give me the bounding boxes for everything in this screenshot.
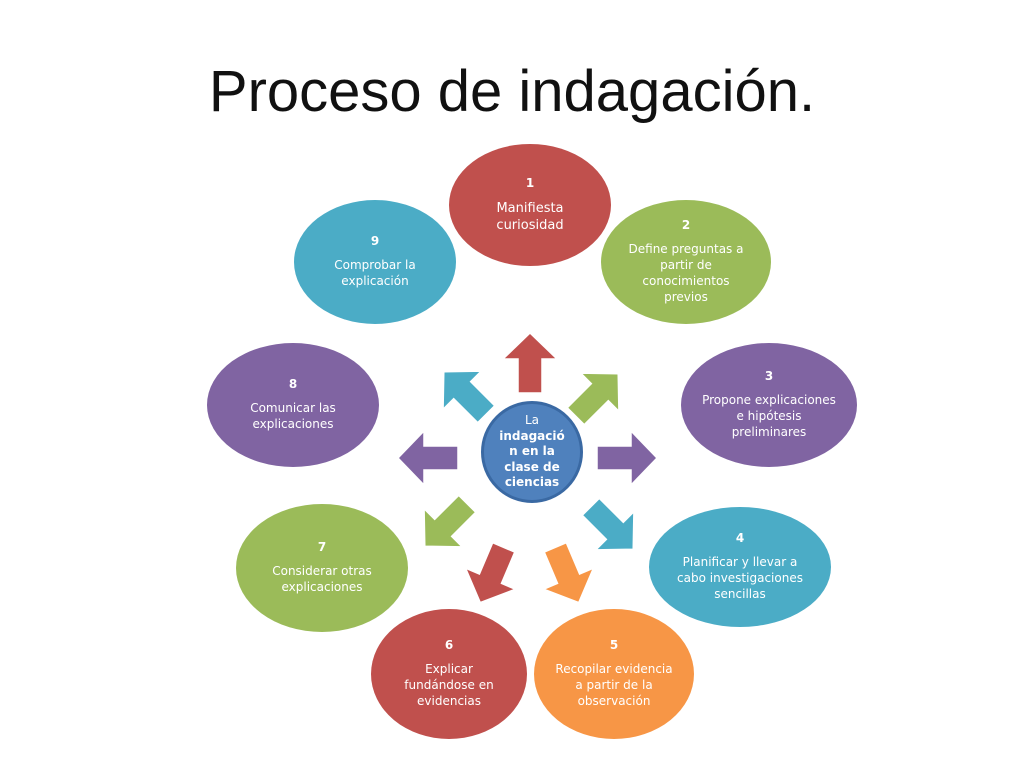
- node-3: 3 Propone explicaciones e hipótesis prel…: [681, 343, 857, 467]
- arrow-to-node-9: [442, 370, 496, 424]
- node-6-label: Explicar fundándose en evidencias: [404, 662, 494, 708]
- node-2-label: Define preguntas a partir de conocimient…: [628, 242, 744, 304]
- center-line-3: n en la: [509, 444, 555, 459]
- node-4-label: Planificar y llevar a cabo investigacion…: [677, 555, 803, 601]
- node-8-label: Comunicar las explicaciones: [250, 401, 336, 431]
- arrow-to-node-2: [566, 372, 620, 426]
- node-8-number: 8: [288, 377, 298, 392]
- node-1-label: Manifiesta curiosidad: [496, 200, 564, 233]
- node-2-number: 2: [681, 218, 691, 233]
- arrow-to-node-4: [581, 497, 635, 551]
- node-1: 1 Manifiesta curiosidad: [449, 144, 611, 266]
- node-9-number: 9: [370, 234, 380, 249]
- arrow-to-node-6: [464, 541, 518, 604]
- arrow-to-node-1: [501, 331, 559, 394]
- node-9: 9 Comprobar la explicación: [294, 200, 456, 324]
- node-7-number: 7: [317, 540, 327, 555]
- node-6: 6 Explicar fundándose en evidencias: [371, 609, 527, 739]
- node-5-number: 5: [609, 638, 619, 653]
- center-line-4: clase de: [504, 459, 560, 474]
- page-title: Proceso de indagación.: [208, 59, 816, 124]
- arrow-to-node-8: [396, 429, 459, 487]
- center-node: La indagació n en la clase de ciencias: [481, 401, 583, 503]
- node-9-label: Comprobar la explicación: [334, 258, 416, 288]
- center-line-1: La: [524, 413, 540, 428]
- node-5-label: Recopilar evidencia a partir de la obser…: [555, 662, 673, 708]
- arrow-to-node-3: [596, 429, 659, 487]
- center-line-5: ciencias: [504, 475, 560, 490]
- node-1-number: 1: [525, 175, 535, 190]
- node-7: 7 Considerar otras explicaciones: [236, 504, 408, 632]
- node-3-number: 3: [764, 369, 774, 384]
- node-3-label: Propone explicaciones e hipótesis prelim…: [702, 393, 836, 439]
- node-5: 5 Recopilar evidencia a partir de la obs…: [534, 609, 694, 739]
- node-7-label: Considerar otras explicaciones: [272, 564, 372, 594]
- node-4: 4 Planificar y llevar a cabo investigaci…: [649, 507, 831, 627]
- node-2: 2 Define preguntas a partir de conocimie…: [601, 200, 771, 324]
- node-6-number: 6: [444, 638, 454, 653]
- arrow-to-node-7: [423, 494, 477, 548]
- arrow-to-node-5: [541, 541, 595, 604]
- node-8: 8 Comunicar las explicaciones: [207, 343, 379, 467]
- node-4-number: 4: [735, 531, 745, 546]
- center-line-2: indagació: [499, 428, 565, 443]
